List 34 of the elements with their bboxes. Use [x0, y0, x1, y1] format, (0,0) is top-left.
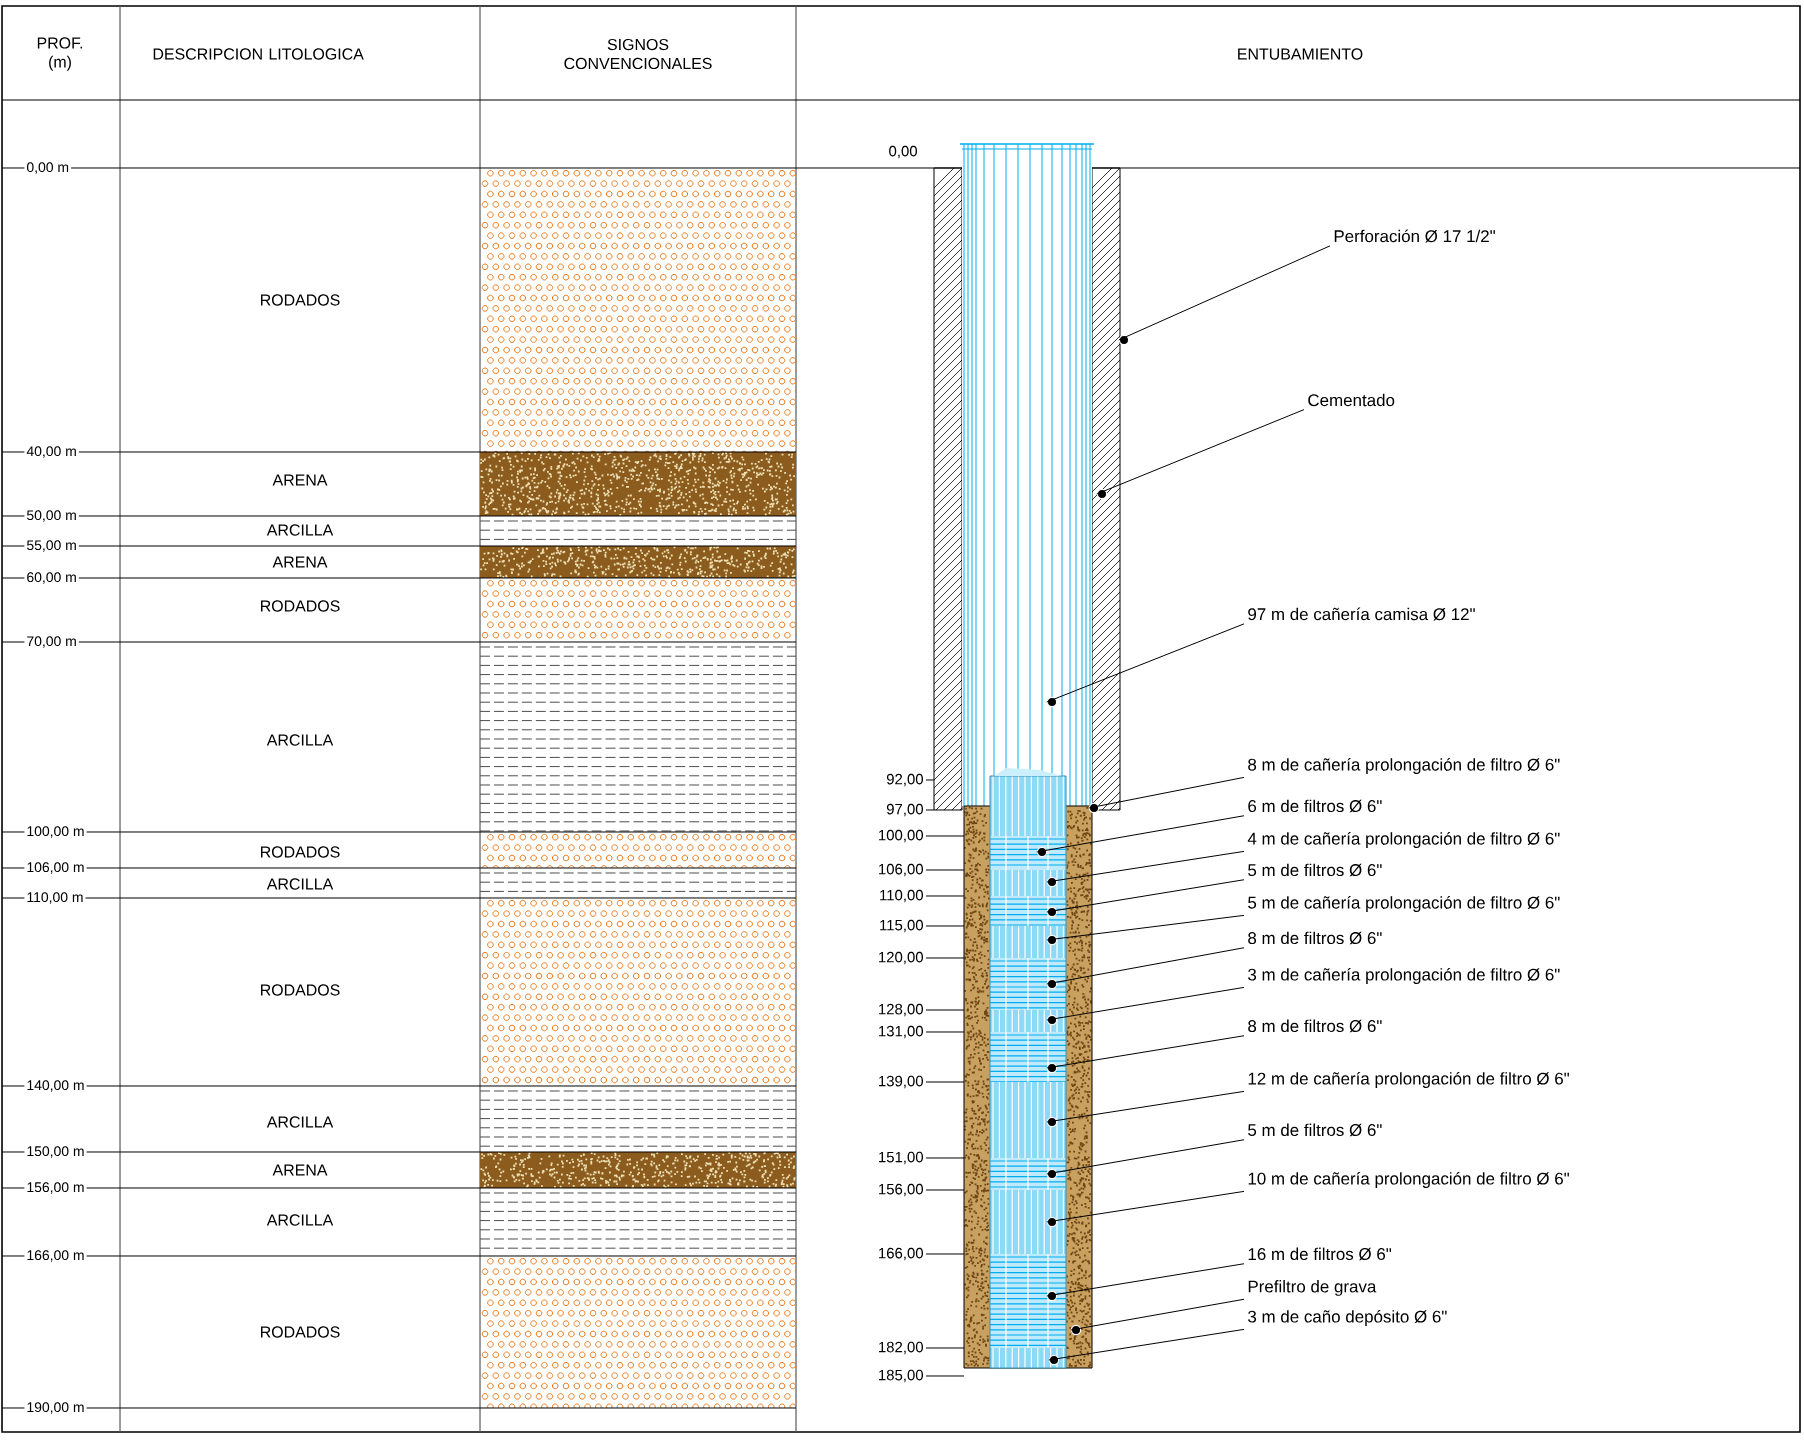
- callout-text: 97 m de cañería camisa Ø 12": [1248, 607, 1475, 621]
- callout-text: Prefiltro de grava: [1248, 1280, 1377, 1296]
- leader-line: [1046, 914, 1245, 941]
- leader-line: [1046, 1090, 1245, 1123]
- callout-text: 8 m de cañería prolongación de filtro Ø 6": [1248, 758, 1560, 774]
- callout-text: 3 m de cañería prolongación de filtro Ø 6": [1248, 968, 1560, 984]
- leader-line: [1046, 1190, 1245, 1223]
- callout-text: 12 m de cañería prolongación de filtro Ø 6": [1248, 1072, 1569, 1088]
- leader-line: [1046, 1035, 1245, 1069]
- callout-text: 4 m de cañería prolongación de filtro Ø 6": [1247, 832, 1560, 848]
- leader-line: [1070, 1298, 1245, 1331]
- leader-line: [1046, 850, 1245, 883]
- callout-text: 8 m de filtros Ø 6": [1248, 931, 1382, 945]
- leader-line: [1048, 1328, 1245, 1361]
- leader-line: [1036, 815, 1245, 853]
- callout-text: 8 m de filtros Ø 6": [1248, 1019, 1382, 1033]
- callout-text: 5 m de cañería prolongación de filtro Ø 6": [1248, 896, 1560, 912]
- leader-line: [1046, 1139, 1245, 1175]
- leader-line: [1046, 879, 1245, 913]
- callout-text: Perforación Ø 17 1/2": [1334, 229, 1495, 243]
- callout-text: 10 m de cañería prolongación de filtro Ø 6": [1248, 1172, 1569, 1188]
- leader-line: [1096, 409, 1305, 495]
- callout-text: 5 m de filtros Ø 6": [1248, 863, 1382, 877]
- callout-text: 5 m de filtros Ø 6": [1248, 1123, 1382, 1137]
- leader-line: [1046, 623, 1245, 703]
- leader-line: [1046, 947, 1245, 985]
- callout-text: Cementado: [1308, 393, 1395, 407]
- callout-text: 16 m de filtros Ø 6": [1248, 1247, 1392, 1261]
- leader-line: [1046, 986, 1245, 1021]
- leader-line: [1046, 1263, 1245, 1297]
- leader-line: [1118, 245, 1331, 341]
- leader-line: [1088, 776, 1245, 809]
- callout-text: 3 m de caño depósito Ø 6": [1248, 1310, 1447, 1326]
- callout-text: 6 m de filtros Ø 6": [1248, 799, 1382, 813]
